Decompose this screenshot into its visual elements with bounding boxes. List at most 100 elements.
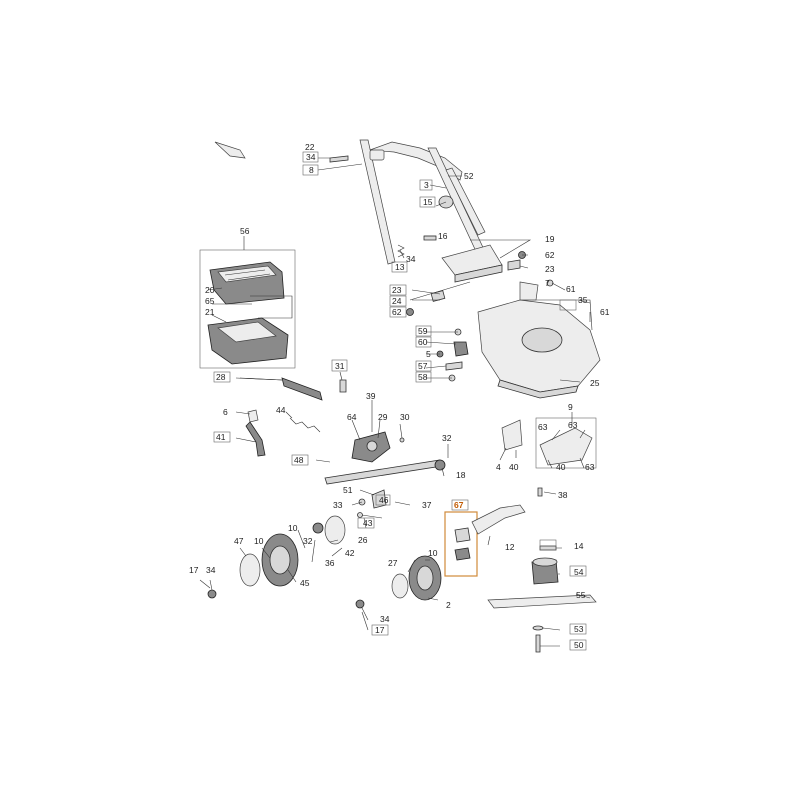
callout-33: 33 <box>333 500 343 510</box>
clutch-parts <box>357 489 387 518</box>
callout-36: 36 <box>325 558 335 568</box>
callout-10: 10 <box>288 523 298 533</box>
gear-42 <box>324 515 346 545</box>
callout-12: 12 <box>505 542 515 552</box>
grass-bag-top-20 <box>209 261 285 305</box>
rear-rod-35 <box>530 279 593 331</box>
callout-32: 32 <box>442 433 452 443</box>
bolt-30 <box>399 437 405 443</box>
callout-2: 2 <box>446 600 451 610</box>
hubcap-47 <box>239 553 261 587</box>
callout-32-b: 32 <box>303 536 313 546</box>
bolt-14 <box>539 545 557 551</box>
blade-cover-63 <box>539 427 593 466</box>
gear-10-left <box>312 522 324 534</box>
bolt-50 <box>535 634 541 653</box>
callout-18: 18 <box>456 470 466 480</box>
callout-60: 60 <box>418 337 428 347</box>
blade-cover-box <box>535 417 597 469</box>
callout-labels: 22 34 8 3 52 15 16 13 34 19 62 23 56 20 … <box>189 142 610 650</box>
callout-13: 13 <box>395 262 405 272</box>
callout-46: 46 <box>379 495 389 505</box>
callout-56: 56 <box>240 226 250 236</box>
rear-flap-19 <box>441 244 503 283</box>
callout-29: 29 <box>378 412 388 422</box>
callout-62: 62 <box>545 250 555 260</box>
callout-57: 57 <box>418 361 428 371</box>
callout-7: 7 <box>545 278 550 288</box>
bolt-31 <box>339 379 347 393</box>
callout-34-d: 34 <box>380 614 390 624</box>
callout-51: 51 <box>343 485 353 495</box>
callout-44: 44 <box>276 405 286 415</box>
bag-frame-65 <box>250 295 293 319</box>
callout-53: 53 <box>574 624 584 634</box>
callout-34-b: 34 <box>406 254 416 264</box>
baffle-4 <box>501 419 523 451</box>
bolt-34-top <box>329 155 349 163</box>
callout-4: 4 <box>496 462 501 472</box>
callout-65: 65 <box>205 296 215 306</box>
motor-54 <box>531 557 559 585</box>
switch-parts <box>436 328 469 382</box>
callout-17: 17 <box>189 565 199 575</box>
callout-55: 55 <box>576 590 586 600</box>
callout-43: 43 <box>363 518 373 528</box>
callout-20: 20 <box>205 285 215 295</box>
callout-10-c: 10 <box>428 548 438 558</box>
belt-28 <box>239 377 323 401</box>
callout-34-c: 34 <box>206 565 216 575</box>
callout-23-b: 23 <box>392 285 402 295</box>
callout-35: 35 <box>578 295 588 305</box>
callout-30: 30 <box>400 412 410 422</box>
callout-61-b: 61 <box>600 307 610 317</box>
label-boxes <box>213 151 587 651</box>
callout-59: 59 <box>418 326 428 336</box>
callout-27: 27 <box>388 558 398 568</box>
callout-54: 54 <box>574 567 584 577</box>
callout-23: 23 <box>545 264 555 274</box>
callout-24: 24 <box>392 296 402 306</box>
callout-25: 25 <box>590 378 600 388</box>
callout-39: 39 <box>366 391 376 401</box>
callout-10-b: 10 <box>254 536 264 546</box>
front-bar-12 <box>454 504 526 561</box>
callout-63-c: 63 <box>585 462 595 472</box>
callout-9: 9 <box>568 402 573 412</box>
callout-22: 22 <box>305 142 315 152</box>
callout-37: 37 <box>422 500 432 510</box>
callout-28: 28 <box>216 372 226 382</box>
lever-6-41 <box>245 409 266 457</box>
callout-14: 14 <box>574 541 584 551</box>
callout-40: 40 <box>509 462 519 472</box>
callout-45: 45 <box>300 578 310 588</box>
callout-41: 41 <box>216 432 226 442</box>
blade-55 <box>487 594 597 609</box>
callout-31: 31 <box>335 361 345 371</box>
drive-shaft-37 <box>324 459 443 485</box>
cable-assembly <box>406 281 471 316</box>
highlighted-part-67-box <box>444 511 478 577</box>
handle-grip-fragment <box>214 141 246 159</box>
callout-48: 48 <box>294 455 304 465</box>
gearbox-39 <box>351 431 391 463</box>
callout-61: 61 <box>566 284 576 294</box>
callout-8: 8 <box>309 165 314 175</box>
callout-21: 21 <box>205 307 215 317</box>
callout-63-b: 63 <box>538 422 548 432</box>
callout-40-b: 40 <box>556 462 566 472</box>
callout-63: 63 <box>568 420 578 430</box>
callout-58: 58 <box>418 372 428 382</box>
callout-47: 47 <box>234 536 244 546</box>
callout-19: 19 <box>545 234 555 244</box>
leader-lines <box>199 157 591 647</box>
callout-67: 67 <box>454 500 464 510</box>
spring-13 <box>397 244 405 258</box>
bolt-18 <box>434 459 446 471</box>
nut-17-center <box>355 599 365 609</box>
front-wheel-2 <box>408 555 442 601</box>
mower-deck-25 <box>477 281 601 399</box>
callout-38: 38 <box>558 490 568 500</box>
nut-17-left <box>207 589 217 599</box>
